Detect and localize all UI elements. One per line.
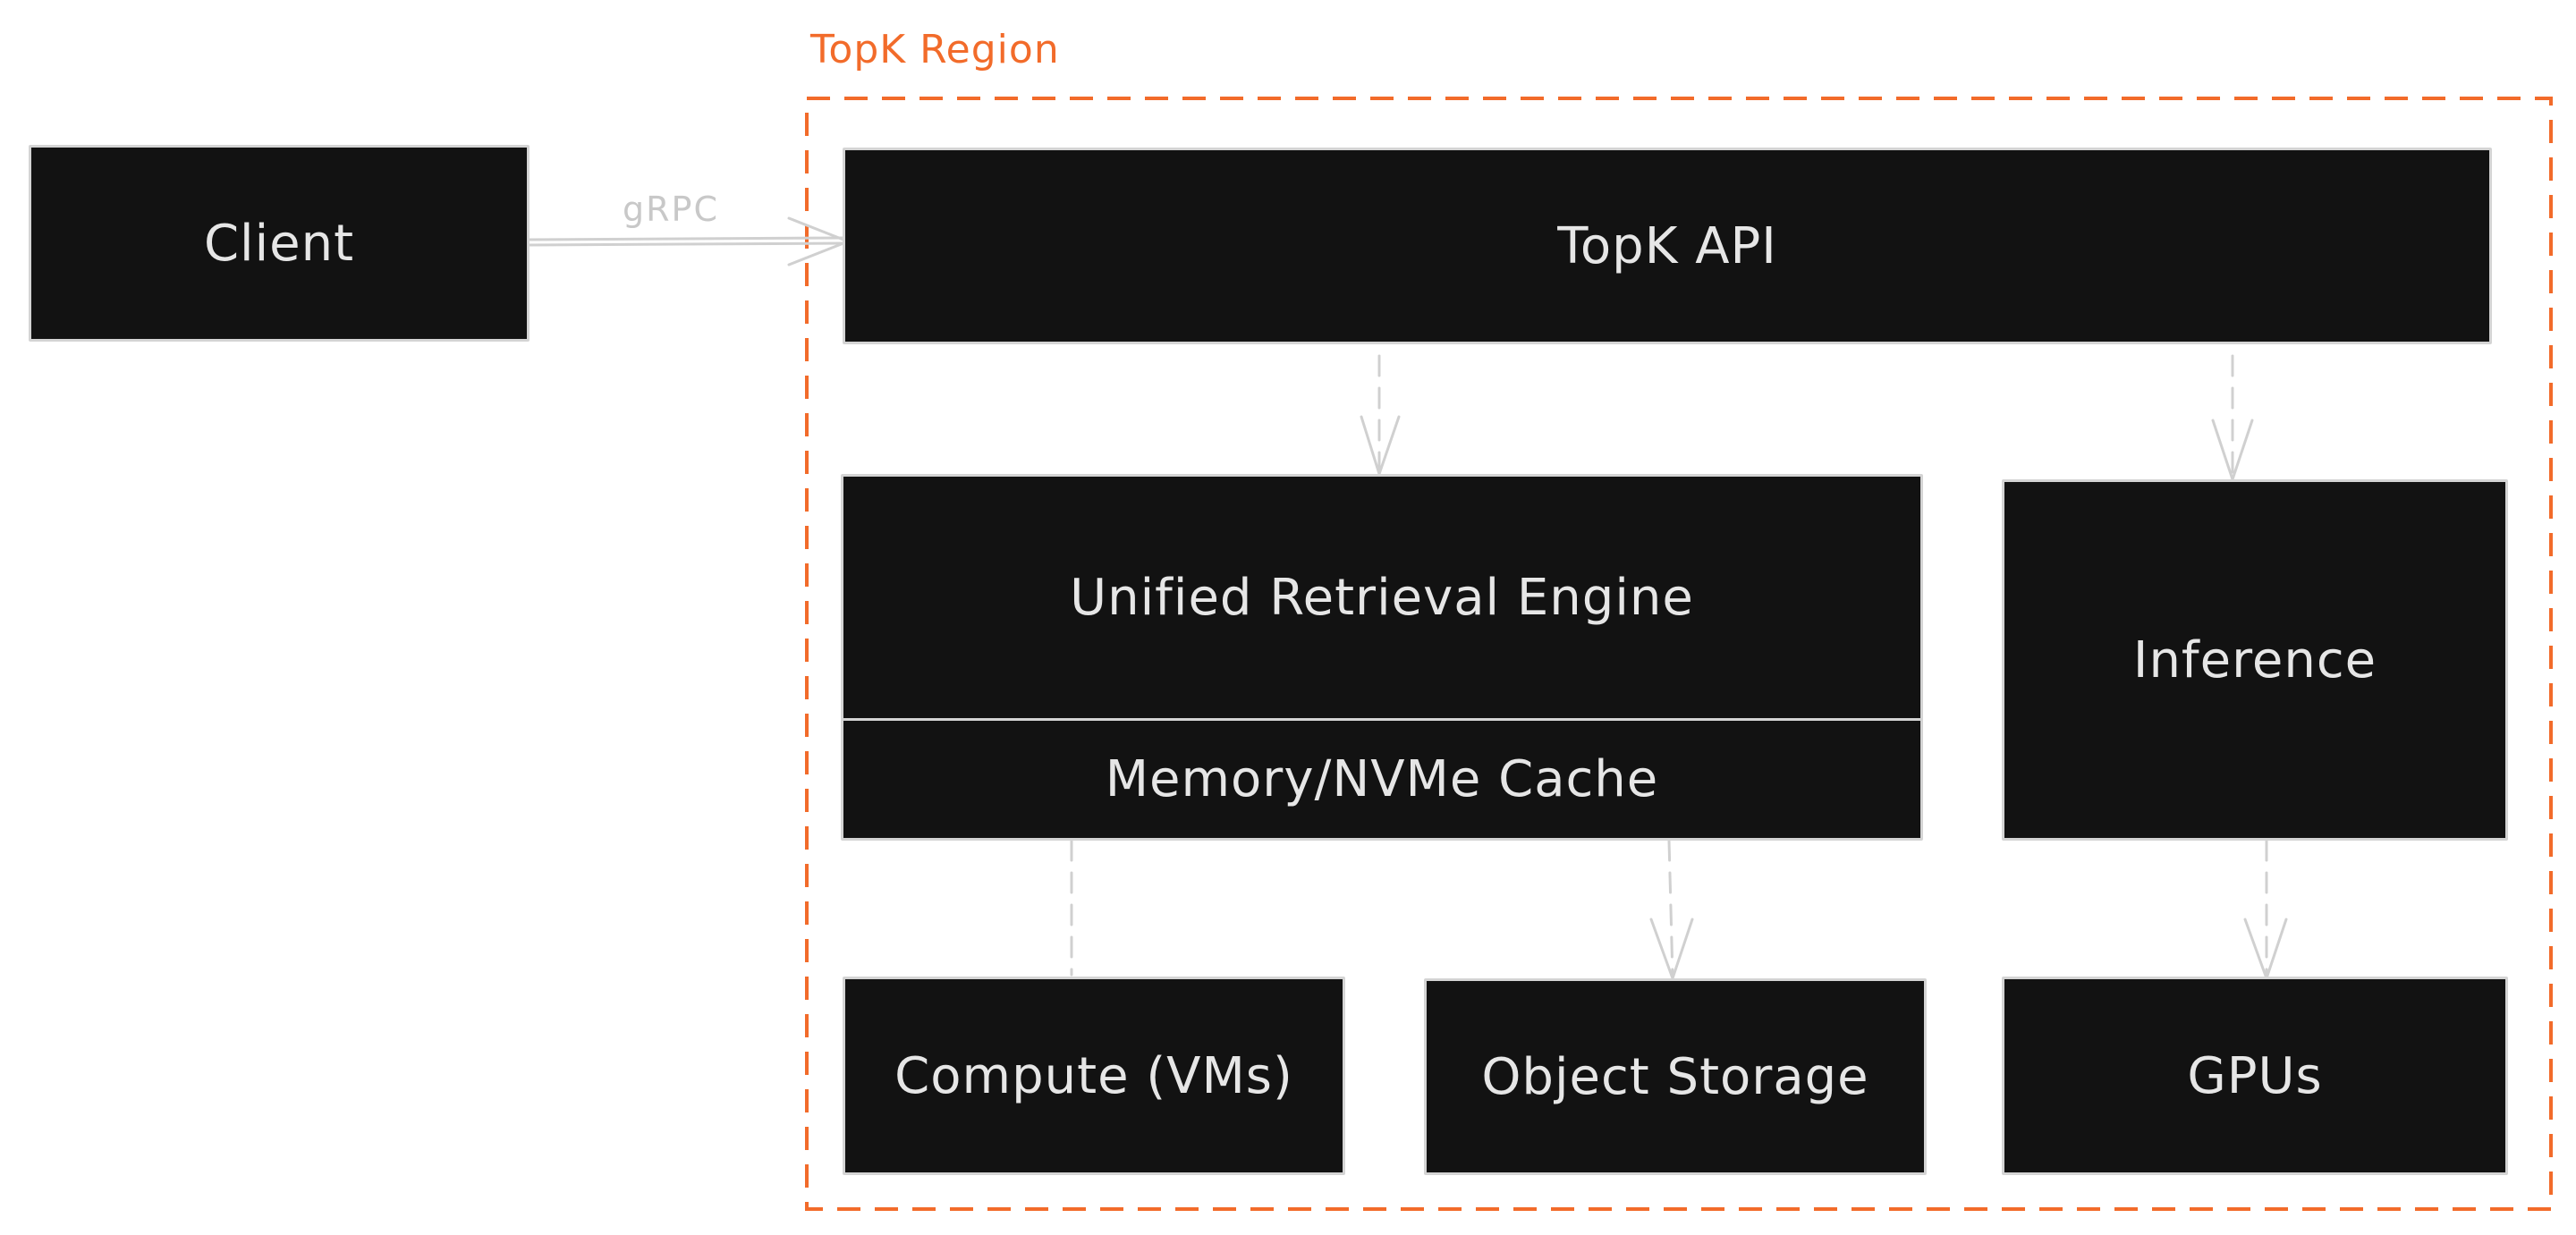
inference-to-gpus-arrow	[2243, 839, 2288, 983]
grpc-label: gRPC	[623, 190, 719, 229]
engine-divider	[843, 718, 1920, 721]
api-to-engine-arrow	[1360, 354, 1401, 478]
inference-node[interactable]: Inference	[2002, 479, 2508, 841]
topk-api-node[interactable]: TopK API	[843, 148, 2492, 344]
object-storage-label: Object Storage	[1481, 1047, 1869, 1106]
topk-api-label: TopK API	[1557, 216, 1777, 275]
inference-label: Inference	[2132, 630, 2377, 689]
object-storage-node[interactable]: Object Storage	[1424, 978, 1927, 1175]
compute-label: Compute (VMs)	[894, 1046, 1293, 1105]
engine-section: Unified Retrieval Engine	[843, 477, 1920, 718]
engine-label: Unified Retrieval Engine	[1070, 568, 1694, 627]
gpus-label: GPUs	[2187, 1046, 2323, 1105]
cache-section: Memory/NVMe Cache	[843, 721, 1920, 838]
client-label: Client	[203, 214, 355, 273]
api-to-inference-arrow	[2211, 354, 2254, 484]
unified-retrieval-engine-node[interactable]: Unified Retrieval Engine Memory/NVMe Cac…	[841, 474, 1923, 841]
compute-node[interactable]: Compute (VMs)	[843, 977, 1345, 1175]
client-node[interactable]: Client	[29, 145, 530, 342]
gpus-node[interactable]: GPUs	[2002, 977, 2508, 1175]
region-border	[805, 97, 2553, 1211]
cache-label: Memory/NVMe Cache	[1105, 750, 1659, 808]
region-label: TopK Region	[810, 27, 1060, 72]
engine-to-storage-arrow	[1649, 839, 1694, 983]
